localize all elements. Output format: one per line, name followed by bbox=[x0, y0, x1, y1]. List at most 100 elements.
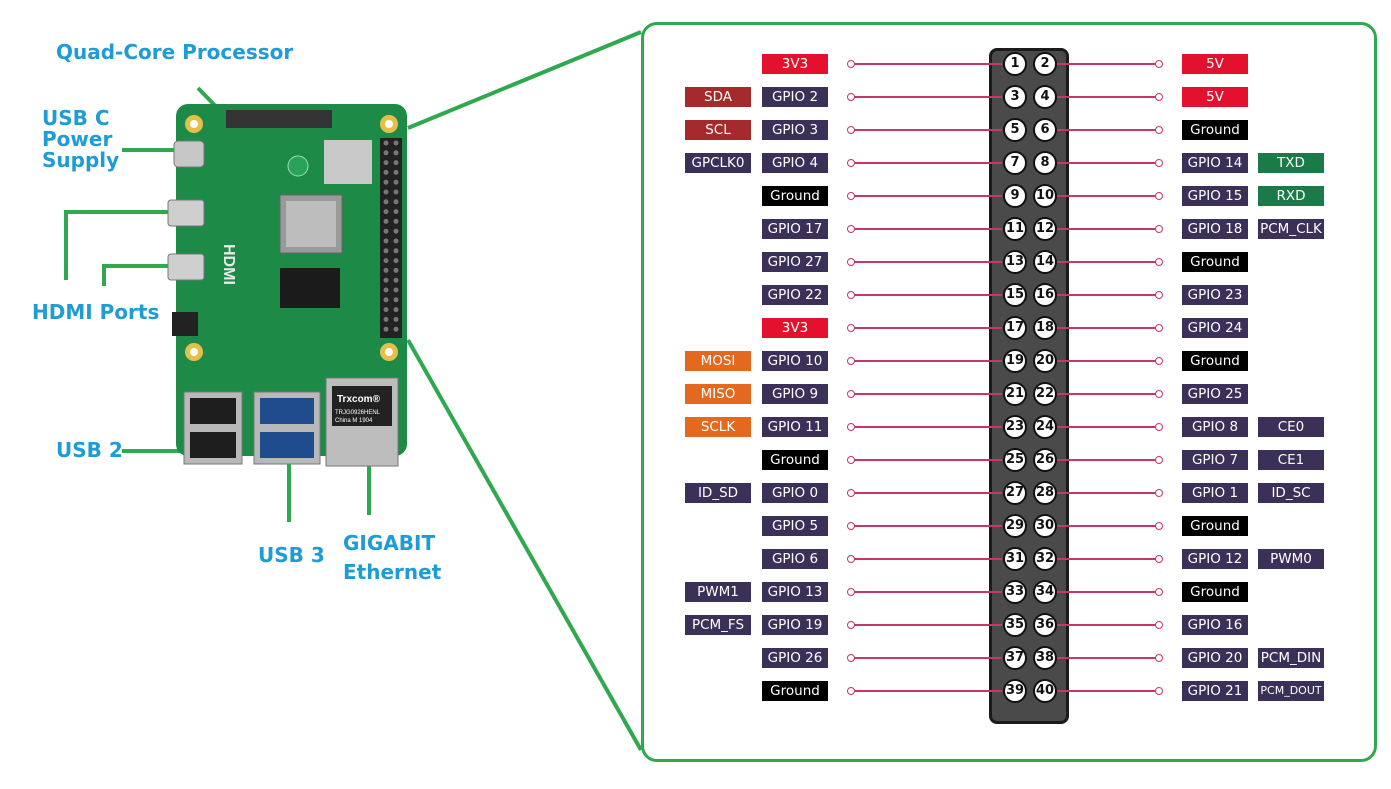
hdmi-port-1 bbox=[167, 199, 205, 227]
pin-8-label: GPIO 14 bbox=[1182, 153, 1248, 173]
wire-pin-28 bbox=[1044, 492, 1157, 494]
wire-pin-2 bbox=[1044, 63, 1157, 65]
wire-pin-39 bbox=[852, 690, 1002, 692]
pin-21-label: GPIO 9 bbox=[762, 384, 828, 404]
pin-35-label: GPIO 19 bbox=[762, 615, 828, 635]
pin-26-alt-label: CE1 bbox=[1258, 450, 1324, 470]
pin-5-label: GPIO 3 bbox=[762, 120, 828, 140]
pin-7: 7 bbox=[1003, 151, 1027, 175]
wire-end-pin-10 bbox=[1155, 192, 1163, 200]
pin-40-label: GPIO 21 bbox=[1182, 681, 1248, 701]
pin-1: 1 bbox=[1003, 52, 1027, 76]
pin-17-label: 3V3 bbox=[762, 318, 828, 338]
wire-pin-19 bbox=[852, 360, 1002, 362]
wire-end-pin-38 bbox=[1155, 654, 1163, 662]
wire-pin-13 bbox=[852, 261, 1002, 263]
pin-40: 40 bbox=[1033, 679, 1057, 703]
pin-19-alt-label: MOSI bbox=[685, 351, 751, 371]
pin-2: 2 bbox=[1033, 52, 1057, 76]
wire-pin-20 bbox=[1044, 360, 1157, 362]
wire-end-pin-23 bbox=[847, 423, 855, 431]
pin-35-alt-label: PCM_FS bbox=[685, 615, 751, 635]
pin-22: 22 bbox=[1033, 382, 1057, 406]
wire-pin-26 bbox=[1044, 459, 1157, 461]
pin-23-label: GPIO 11 bbox=[762, 417, 828, 437]
pin-10-label: GPIO 15 bbox=[1182, 186, 1248, 206]
wire-pin-24 bbox=[1044, 426, 1157, 428]
zoom-line-top bbox=[407, 30, 642, 130]
pin-28-alt-label: ID_SC bbox=[1258, 483, 1324, 503]
wire-end-pin-6 bbox=[1155, 126, 1163, 134]
wire-pin-7 bbox=[852, 162, 1002, 164]
hdmi-port-2 bbox=[167, 253, 205, 281]
pin-23: 23 bbox=[1003, 415, 1027, 439]
pin-3-alt-label: SDA bbox=[685, 87, 751, 107]
pin-15: 15 bbox=[1003, 283, 1027, 307]
pin-34: 34 bbox=[1033, 580, 1057, 604]
wire-pin-6 bbox=[1044, 129, 1157, 131]
gpio-header-block bbox=[989, 48, 1069, 724]
pin-20: 20 bbox=[1033, 349, 1057, 373]
zoom-line-bottom bbox=[406, 339, 643, 751]
pin-34-label: Ground bbox=[1182, 582, 1248, 602]
pin-23-alt-label: SCLK bbox=[685, 417, 751, 437]
wire-pin-34 bbox=[1044, 591, 1157, 593]
wire-end-pin-30 bbox=[1155, 522, 1163, 530]
pin-27: 27 bbox=[1003, 481, 1027, 505]
pin-26-label: GPIO 7 bbox=[1182, 450, 1248, 470]
wire-pin-32 bbox=[1044, 558, 1157, 560]
pin-40-alt-label: PCM_DOUT bbox=[1258, 681, 1324, 701]
callout-usb3: USB 3 bbox=[258, 543, 325, 567]
pin-16: 16 bbox=[1033, 283, 1057, 307]
wire-end-pin-26 bbox=[1155, 456, 1163, 464]
pin-20-label: Ground bbox=[1182, 351, 1248, 371]
pin-7-alt-label: GPCLK0 bbox=[685, 153, 751, 173]
wire-end-pin-5 bbox=[847, 126, 855, 134]
pin-6: 6 bbox=[1033, 118, 1057, 142]
pin-35: 35 bbox=[1003, 613, 1027, 637]
pin-36: 36 bbox=[1033, 613, 1057, 637]
pin-30-label: Ground bbox=[1182, 516, 1248, 536]
pin-32: 32 bbox=[1033, 547, 1057, 571]
wire-pin-9 bbox=[852, 195, 1002, 197]
wire-end-pin-18 bbox=[1155, 324, 1163, 332]
pin-12: 12 bbox=[1033, 217, 1057, 241]
pin-3-label: GPIO 2 bbox=[762, 87, 828, 107]
wire-pin-17 bbox=[852, 327, 1002, 329]
wire-pin-18 bbox=[1044, 327, 1157, 329]
wire-pin-27 bbox=[852, 492, 1002, 494]
pin-24: 24 bbox=[1033, 415, 1057, 439]
pin-27-label: GPIO 0 bbox=[762, 483, 828, 503]
wire-end-pin-36 bbox=[1155, 621, 1163, 629]
pin-3: 3 bbox=[1003, 85, 1027, 109]
hdmi-callout-line-1 bbox=[64, 210, 168, 280]
wire-end-pin-7 bbox=[847, 159, 855, 167]
wire-pin-25 bbox=[852, 459, 1002, 461]
wire-pin-29 bbox=[852, 525, 1002, 527]
pin-21-alt-label: MISO bbox=[685, 384, 751, 404]
pin-30: 30 bbox=[1033, 514, 1057, 538]
wire-pin-8 bbox=[1044, 162, 1157, 164]
wire-pin-38 bbox=[1044, 657, 1157, 659]
pin-12-alt-label: PCM_CLK bbox=[1258, 219, 1324, 239]
pin-37-label: GPIO 26 bbox=[762, 648, 828, 668]
callout-ethernet: GIGABIT Ethernet bbox=[343, 531, 442, 584]
pin-2-label: 5V bbox=[1182, 54, 1248, 74]
wire-pin-30 bbox=[1044, 525, 1157, 527]
callout-processor: Quad-Core Processor bbox=[56, 40, 294, 64]
pin-5-alt-label: SCL bbox=[685, 120, 751, 140]
wire-end-pin-39 bbox=[847, 687, 855, 695]
pin-31: 31 bbox=[1003, 547, 1027, 571]
pin-10-alt-label: RXD bbox=[1258, 186, 1324, 206]
wire-end-pin-4 bbox=[1155, 93, 1163, 101]
wire-end-pin-32 bbox=[1155, 555, 1163, 563]
pin-6-label: Ground bbox=[1182, 120, 1248, 140]
wire-pin-5 bbox=[852, 129, 1002, 131]
wire-end-pin-14 bbox=[1155, 258, 1163, 266]
pin-33: 33 bbox=[1003, 580, 1027, 604]
wire-pin-22 bbox=[1044, 393, 1157, 395]
pin-9-label: Ground bbox=[762, 186, 828, 206]
wire-end-pin-27 bbox=[847, 489, 855, 497]
